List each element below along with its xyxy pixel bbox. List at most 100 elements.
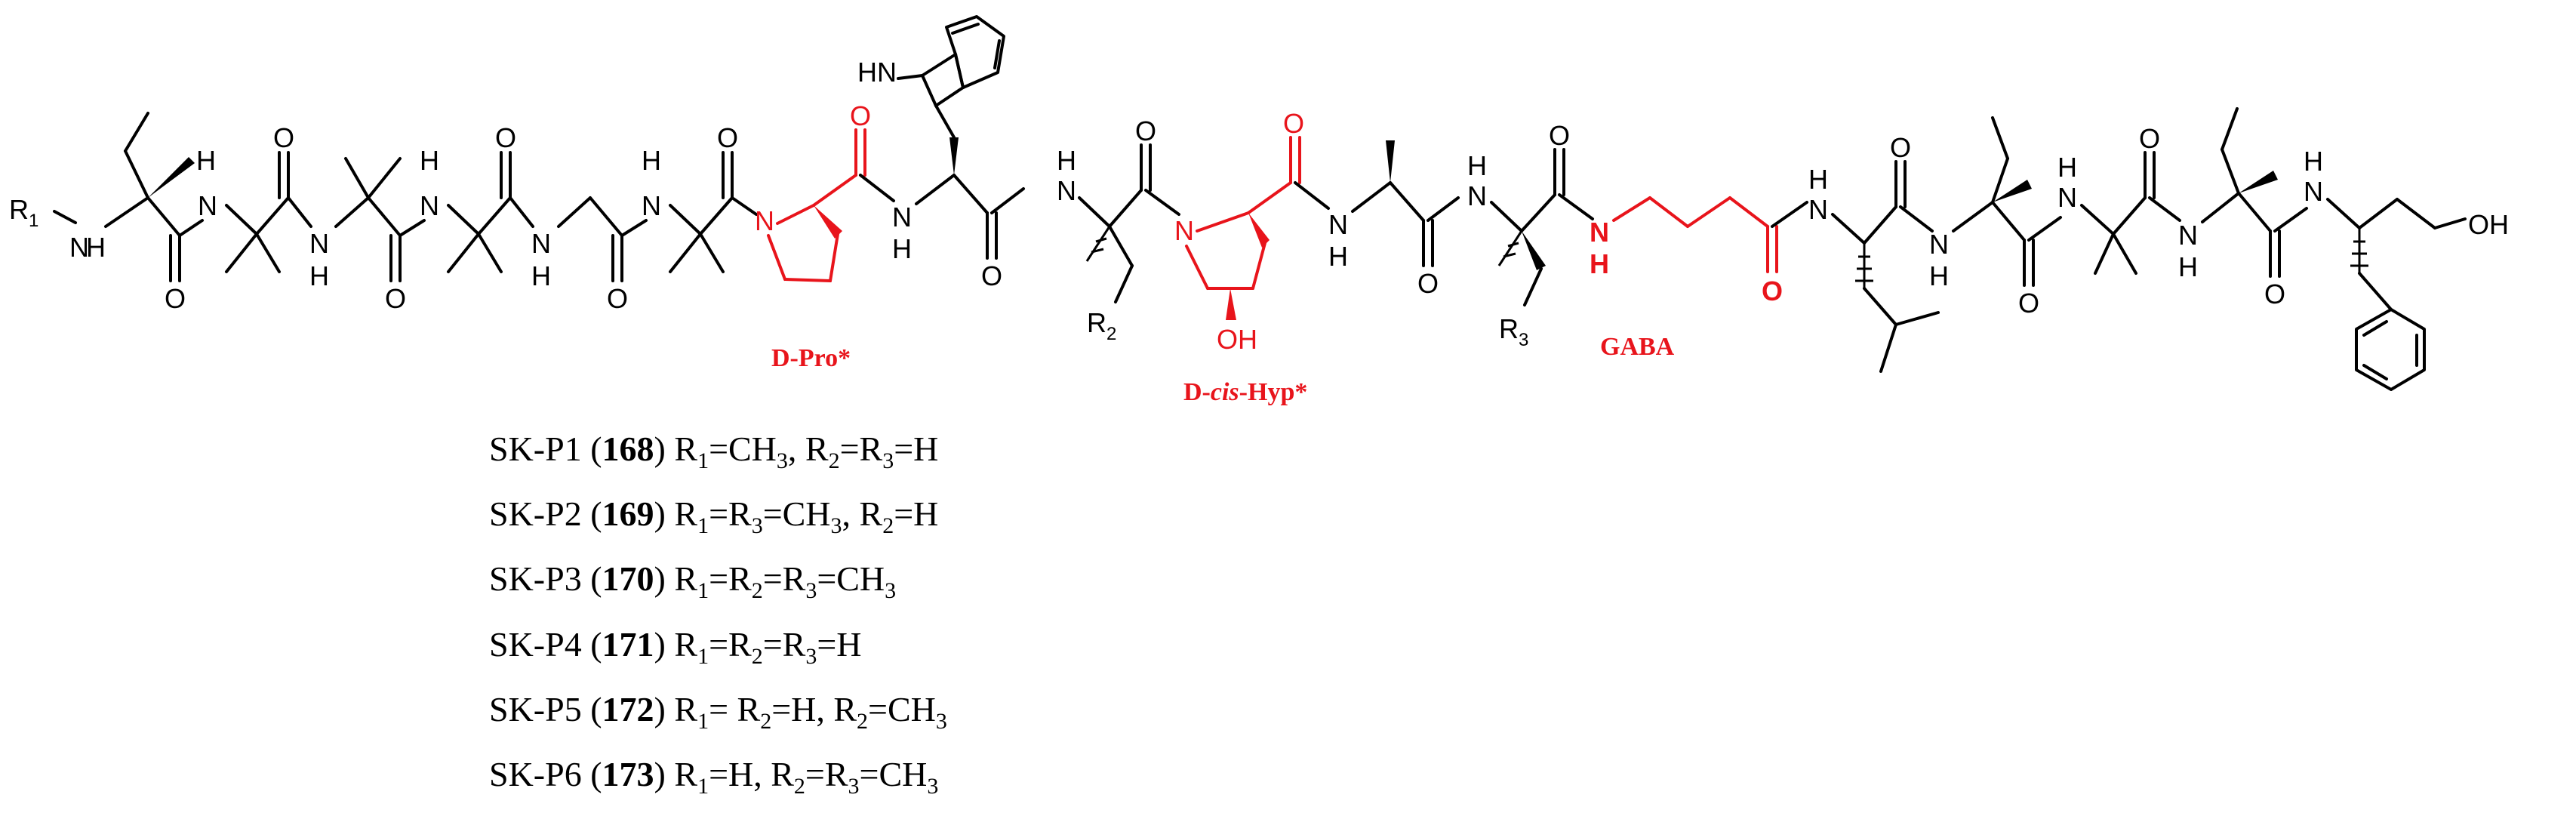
compound-number: 170	[602, 559, 654, 599]
n-atom: NH	[69, 232, 106, 263]
h-atom: H	[531, 260, 551, 291]
h-atom: H	[2057, 152, 2077, 183]
h-atom: H	[1328, 241, 1348, 272]
o-atom: O	[385, 283, 406, 314]
o-atom: O	[981, 260, 1002, 291]
o-atom: O	[1135, 115, 1156, 146]
n-atom-hyp: N	[1174, 215, 1194, 246]
residue-iva-17: N H O	[2178, 107, 2308, 309]
h-atom: H	[420, 145, 439, 176]
h-atom: H	[2178, 251, 2198, 282]
o-atom-hyp: O	[1283, 108, 1304, 139]
residue-gaba-13: N H O GABA	[1590, 196, 1808, 361]
n-atom-gaba: N	[1590, 217, 1609, 248]
h-atom: H	[309, 260, 329, 291]
o-atom: O	[2139, 123, 2160, 154]
residue-aib-3: O H N	[334, 145, 439, 314]
substituent-definition: R1=R2=R3=H	[674, 624, 862, 669]
residue-9-r2: H N R2 O	[1057, 115, 1180, 344]
n-atom-pro: N	[755, 205, 774, 236]
peptide-structure: R1 NH O H N O N H O	[9, 15, 2509, 406]
o-atom: O	[1890, 132, 1911, 163]
legend-row: SK-P5 (172) R1= R2=H, R2=CH3	[489, 689, 947, 734]
compound-number: 169	[602, 494, 654, 534]
n-atom: N	[642, 190, 661, 221]
residue-d-cis-hyp-10: N OH O D-cis-Hyp*	[1174, 108, 1330, 406]
n-atom: N	[198, 190, 217, 221]
h-atom: H	[642, 145, 661, 176]
compound-number: 172	[602, 689, 654, 728]
residue-gly-5: O H N	[557, 145, 661, 314]
residue-12-r3: H N R3 O	[1467, 120, 1594, 350]
n-atom: N	[2178, 220, 2198, 251]
residue-aib-2: O N H	[225, 122, 329, 291]
n-atom: N	[2304, 176, 2323, 207]
n-atom: N	[1328, 209, 1348, 240]
compound-name: SK-P1	[489, 430, 582, 468]
h-atom: H	[1057, 145, 1076, 176]
r2-label: R2	[1087, 307, 1116, 344]
n-atom: N	[1057, 175, 1076, 206]
legend-row: SK-P3 (170) R1=R2=R3=CH3	[489, 559, 897, 604]
h-atom: H	[196, 145, 216, 176]
compound-number: 173	[602, 754, 654, 793]
h-atom: H	[1929, 260, 1949, 291]
residue-aib-4: O N H	[447, 122, 551, 291]
substituent-definition: R1=R3=CH3, R2=H	[674, 494, 939, 539]
residue-pheol-18: H N OH	[2304, 146, 2509, 391]
n-atom: N	[1808, 194, 1828, 225]
o-atom-gaba: O	[1762, 276, 1783, 306]
hn-indole: HN	[857, 57, 897, 88]
residue-iva-15: N H O	[1929, 116, 2062, 319]
compound-legend: SK-P1 (168) R1=CH3, R2=R3=H SK-P2 (169) R…	[489, 423, 947, 813]
compound-number: 168	[602, 430, 654, 468]
n-atom: N	[2057, 182, 2077, 213]
compound-name: SK-P2	[489, 494, 582, 534]
residue-aib-16: H N O	[2057, 123, 2181, 275]
o-atom: O	[273, 122, 294, 153]
h-atom: H	[1808, 164, 1828, 195]
o-atom: O	[2018, 288, 2039, 319]
o-atom-pro: O	[850, 100, 871, 131]
compound-name: SK-P5	[489, 689, 582, 728]
n-atom: N	[892, 202, 912, 233]
o-atom: O	[607, 283, 628, 314]
substituent-definition: R1=CH3, R2=R3=H	[674, 430, 939, 474]
h-atom: H	[2304, 146, 2323, 177]
compound-name: SK-P4	[489, 624, 582, 664]
n-atom: N	[1467, 180, 1487, 211]
legend-row: SK-P6 (173) R1=H, R2=R3=CH3	[489, 754, 939, 799]
oh-hyp: OH	[1217, 324, 1257, 355]
substituent-definition: R1=H, R2=R3=CH3	[674, 754, 939, 799]
o-atom: O	[717, 122, 738, 153]
residue-ala-11: N H O	[1328, 140, 1460, 299]
residue-leu-14: H N O	[1808, 132, 1940, 373]
compound-name: SK-P3	[489, 559, 582, 599]
o-atom: O	[165, 283, 186, 314]
n-atom: N	[1929, 229, 1949, 260]
n-atom: N	[420, 190, 439, 221]
o-atom: O	[2264, 279, 2285, 309]
d-pro-label: D-Pro*	[771, 344, 851, 372]
oh-end: OH	[2468, 209, 2509, 240]
substituent-definition: R1= R2=H, R2=CH3	[674, 689, 947, 734]
h-atom: H	[892, 233, 912, 264]
o-atom: O	[495, 122, 516, 153]
r1-label: R1	[9, 194, 38, 231]
compound-name: SK-P6	[489, 754, 582, 793]
n-atom: N	[309, 228, 329, 259]
residue-iva-1: R1 NH O H N	[9, 112, 217, 314]
d-cis-hyp-label: D-cis-Hyp*	[1183, 378, 1307, 406]
legend-row: SK-P4 (171) R1=R2=R3=H	[489, 624, 862, 669]
r3-label: R3	[1499, 313, 1528, 350]
o-atom: O	[1549, 120, 1570, 151]
residue-aib-6: O	[669, 122, 758, 273]
h-atom: H	[1467, 150, 1487, 181]
residue-d-pro-7: N O D-Pro*	[755, 100, 895, 372]
h-atom-gaba: H	[1590, 248, 1609, 279]
legend-row: SK-P2 (169) R1=R3=CH3, R2=H	[489, 494, 939, 539]
o-atom: O	[1417, 268, 1439, 299]
substituent-definition: R1=R2=R3=CH3	[674, 559, 897, 604]
compound-number: 171	[602, 624, 654, 664]
legend-row: SK-P1 (168) R1=CH3, R2=R3=H	[489, 430, 939, 474]
